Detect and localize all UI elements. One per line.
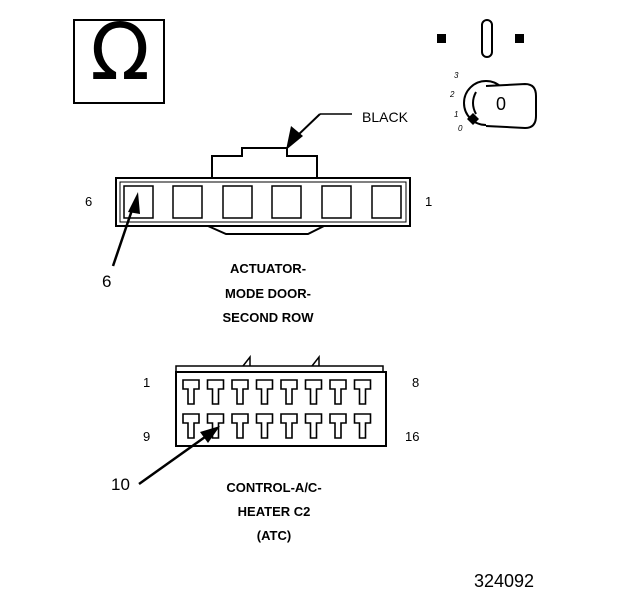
key-position-0: 0 xyxy=(458,124,463,133)
control-terminal-2 xyxy=(206,379,225,405)
control-terminal-3 xyxy=(231,379,249,405)
ignition-key-icon xyxy=(463,80,537,130)
control-terminal-12 xyxy=(255,413,274,439)
control-terminal-7 xyxy=(329,379,347,405)
actuator-pin-left-label: 6 xyxy=(85,194,93,209)
control-caption-line-2: HEATER C2 xyxy=(237,504,311,519)
key-position-3: 3 xyxy=(454,71,459,80)
key-label: 0 xyxy=(496,94,507,114)
control-terminal-8 xyxy=(353,379,372,405)
key-head xyxy=(485,82,537,130)
control-terminal-5 xyxy=(280,379,298,405)
control-connector xyxy=(175,354,387,447)
color-label-arrowhead xyxy=(286,126,303,150)
control-caption-line-3: (ATC) xyxy=(256,528,292,543)
control-terminal-9 xyxy=(182,413,200,439)
control-latch-right xyxy=(311,354,320,367)
actuator-pin-right-label: 1 xyxy=(425,194,433,209)
actuator-caption-line-3: SECOND ROW xyxy=(222,310,314,325)
control-pin-top-right-label: 8 xyxy=(412,375,420,390)
actuator-cavity-1 xyxy=(371,185,402,219)
actuator-connector xyxy=(115,147,411,235)
actuator-top-shroud xyxy=(211,147,318,178)
ohm-symbol-frame xyxy=(73,19,165,104)
control-terminal-11 xyxy=(231,413,249,439)
color-label-arrow-shaft xyxy=(296,113,321,137)
key-position-2: 2 xyxy=(450,90,455,99)
control-terminal-13 xyxy=(280,413,298,439)
key-position-marker xyxy=(467,113,479,125)
control-terminal-15 xyxy=(329,413,347,439)
actuator-housing xyxy=(115,177,411,227)
actuator-color-label: BLACK xyxy=(362,109,408,125)
control-housing-notch-left xyxy=(175,365,384,372)
control-terminal-14 xyxy=(304,413,323,439)
pin10-callout-arrowhead xyxy=(200,426,220,443)
control-terminal-10 xyxy=(206,413,225,439)
control-terminal-1 xyxy=(182,379,200,405)
control-pin-bottom-left-label: 9 xyxy=(143,429,151,444)
actuator-caption-line-1: ACTUATOR- xyxy=(229,261,307,276)
control-terminal-16 xyxy=(353,413,372,439)
ohm-symbol: Ω xyxy=(90,8,150,98)
actuator-cavity-2 xyxy=(321,185,352,219)
control-latch-left xyxy=(242,354,251,367)
pin10-callout-arrow-shaft xyxy=(138,435,206,486)
indicator-slot xyxy=(481,19,493,58)
control-caption-line-1: CONTROL-A/C- xyxy=(226,480,322,495)
pin6-callout-arrowhead xyxy=(128,192,140,214)
indicator-mark-right xyxy=(515,34,524,43)
actuator-cavity-6 xyxy=(123,185,154,219)
indicator-mark-left xyxy=(437,34,446,43)
key-notch xyxy=(472,91,477,115)
actuator-caption-line-2: MODE DOOR- xyxy=(225,286,311,301)
control-pin-top-left-label: 1 xyxy=(143,375,151,390)
actuator-cavity-4 xyxy=(222,185,253,219)
ignition-indicator xyxy=(437,19,524,58)
control-terminal-6 xyxy=(304,379,323,405)
actuator-bottom-rib xyxy=(207,225,325,235)
actuator-callout-number: 6 xyxy=(102,272,112,291)
key-position-1: 1 xyxy=(454,110,459,119)
control-terminal-4 xyxy=(255,379,274,405)
control-pin-bottom-right-label: 16 xyxy=(405,429,420,444)
control-callout-number: 10 xyxy=(111,475,130,494)
actuator-cavity-5 xyxy=(172,185,203,219)
figure-number: 324092 xyxy=(474,571,535,591)
pin6-callout-arrow-shaft xyxy=(111,209,134,267)
actuator-housing-inner xyxy=(119,181,407,223)
actuator-cavity-3 xyxy=(271,185,302,219)
control-terminals xyxy=(182,379,372,439)
